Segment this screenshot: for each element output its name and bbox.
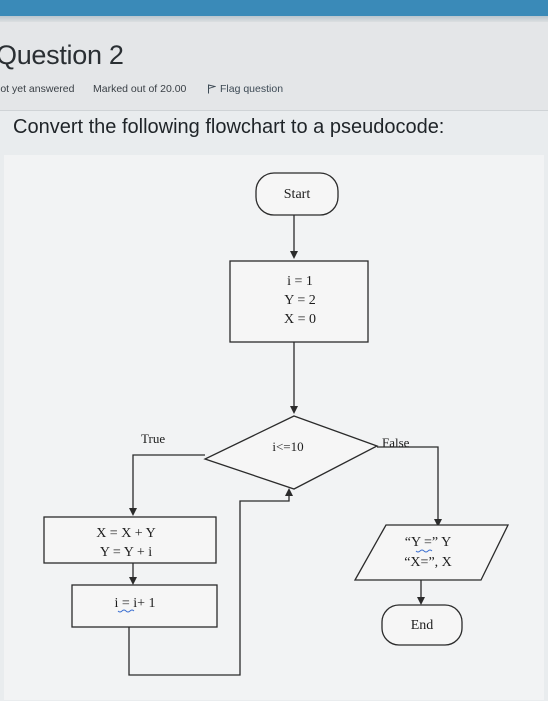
question-info-panel xyxy=(0,22,548,110)
loop-back-line xyxy=(128,488,293,676)
init-process-box xyxy=(229,260,369,343)
question-title: Question 2 xyxy=(0,40,124,70)
body-line-2: Y = Y + i xyxy=(100,545,152,560)
init-line-1: i = 1 xyxy=(287,274,313,289)
flag-question-link[interactable]: Flag question xyxy=(207,83,283,95)
start-label: Start xyxy=(284,187,311,202)
output-line-1: “Y =” Y xyxy=(405,535,452,550)
flag-icon xyxy=(207,84,216,94)
spellcheck-underline-2 xyxy=(415,549,433,553)
output-line-2: “X=”, X xyxy=(404,555,452,570)
loop-condition-diamond xyxy=(203,415,379,490)
output-parallelogram xyxy=(353,524,510,581)
true-branch-line xyxy=(129,454,205,516)
start-terminal xyxy=(255,172,339,216)
flowchart-image: Start i = 1 Y = 2 X = 0 i<=10 True False… xyxy=(4,155,544,700)
spellcheck-underline xyxy=(117,609,135,613)
increment-box xyxy=(71,584,218,628)
init-line-3: X = 0 xyxy=(284,312,316,327)
false-label: False xyxy=(382,435,410,450)
end-label: End xyxy=(411,618,434,633)
true-label: True xyxy=(141,431,165,446)
answer-status: lot yet answered xyxy=(0,83,75,95)
false-branch-line xyxy=(377,446,442,527)
question-marks: Marked out of 20.00 xyxy=(93,83,187,95)
question-prompt: Convert the following flowchart to a pse… xyxy=(13,116,445,138)
loop-body-box xyxy=(43,516,217,564)
condition-label: i<=10 xyxy=(272,439,303,454)
flowchart: Start i = 1 Y = 2 X = 0 i<=10 True False… xyxy=(43,172,510,676)
end-terminal xyxy=(381,604,463,646)
flag-question-label: Flag question xyxy=(220,83,284,95)
top-bar-shadow xyxy=(0,16,548,22)
body-line-1: X = X + Y xyxy=(96,526,156,541)
increment-label: i = i+ 1 xyxy=(114,596,155,611)
init-line-2: Y = 2 xyxy=(284,293,316,308)
top-navigation-bar xyxy=(0,0,548,16)
